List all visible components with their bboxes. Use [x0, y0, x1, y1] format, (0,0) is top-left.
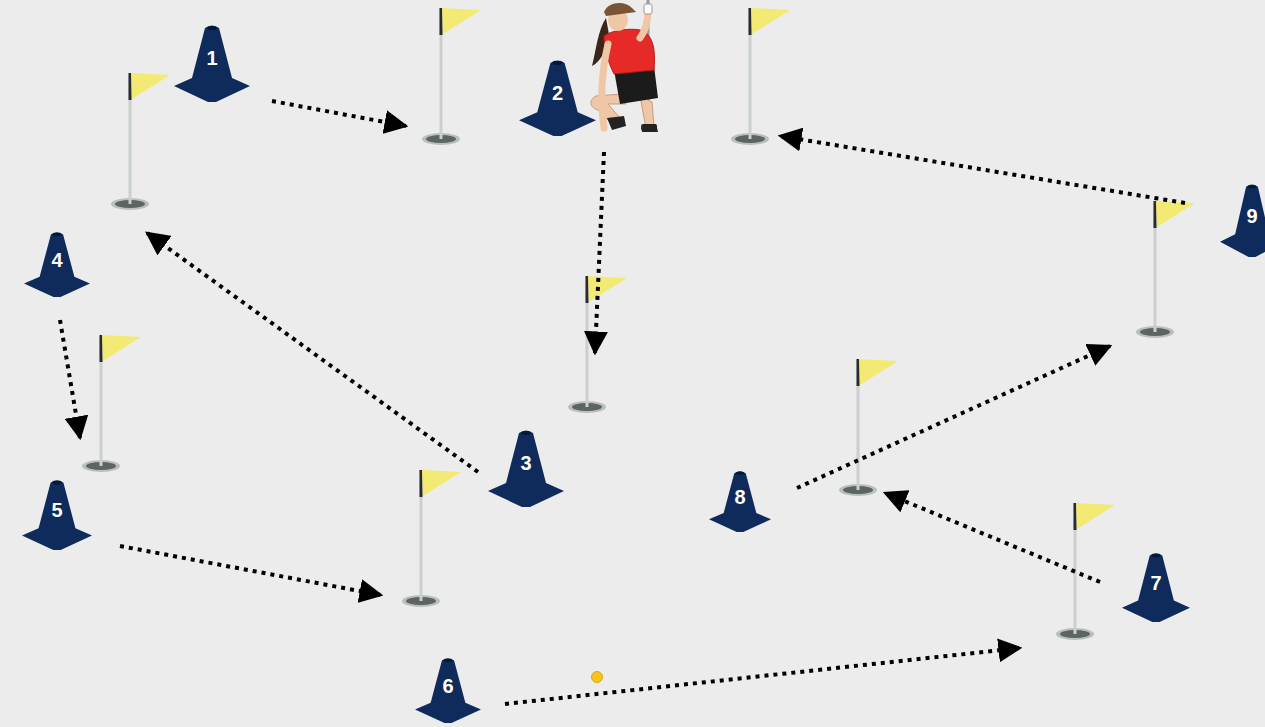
cone-body — [415, 658, 481, 723]
cone-top — [1248, 185, 1256, 189]
golf-ball — [592, 672, 603, 683]
putter-head — [641, 124, 657, 131]
cone-number: 1 — [174, 46, 250, 70]
putt-path — [120, 546, 381, 595]
flag-pole — [129, 73, 132, 204]
flag-hole — [1056, 503, 1115, 640]
flag — [131, 73, 170, 99]
cone-body — [1220, 184, 1265, 257]
numbered-cone: 5 — [22, 479, 92, 550]
cone-top — [53, 233, 62, 236]
flag-pole-top — [440, 8, 443, 35]
cone-body — [22, 480, 92, 550]
flag — [588, 276, 627, 302]
putt-path-group — [60, 101, 1185, 704]
flag-pole-top — [129, 73, 132, 100]
cone-number: 5 — [22, 498, 92, 522]
flag-hole — [82, 335, 141, 472]
putt-path — [147, 233, 478, 472]
cone-top — [1152, 554, 1161, 558]
flag-pole — [440, 8, 443, 139]
flag — [751, 8, 790, 34]
cone-body — [174, 26, 250, 103]
flag — [422, 470, 461, 496]
flag-pole — [749, 8, 752, 139]
flag-hole — [402, 470, 461, 607]
visor — [604, 3, 636, 16]
flag — [442, 8, 481, 34]
numbered-cone: 9 — [1220, 183, 1265, 257]
shirt — [604, 29, 654, 74]
numbered-cone: 4 — [24, 231, 90, 297]
numbered-cone: 3 — [488, 429, 564, 507]
cone-shape — [1220, 183, 1265, 257]
numbered-cone: 7 — [1122, 552, 1190, 622]
cone-top — [521, 431, 531, 435]
flag — [102, 335, 141, 361]
numbered-cone: 6 — [415, 657, 481, 723]
flag-pole-top — [420, 470, 423, 497]
cone-body — [709, 471, 771, 532]
flag-pole-top — [100, 335, 103, 362]
flag-hole — [839, 359, 898, 496]
cone-number: 7 — [1122, 571, 1190, 595]
putt-path — [272, 101, 406, 126]
flag-hole — [731, 8, 790, 145]
cone-number: 2 — [519, 81, 596, 105]
shoe — [642, 124, 658, 132]
arm — [602, 44, 608, 128]
cone-number: 6 — [415, 674, 481, 698]
flag-hole — [1136, 201, 1195, 338]
cone-top — [207, 26, 217, 30]
flag-pole-top — [749, 8, 752, 35]
flag-pole — [100, 335, 103, 466]
putt-path — [595, 152, 604, 353]
cone-body — [488, 431, 564, 508]
cone-number: 9 — [1220, 204, 1265, 228]
cone-top — [444, 659, 453, 662]
flag-pole-top — [1074, 503, 1077, 530]
cone-top — [736, 472, 744, 475]
leg — [640, 96, 654, 128]
flag-pole-top — [1154, 201, 1157, 228]
glove — [644, 4, 652, 14]
flag-pole — [1074, 503, 1077, 634]
putt-path — [60, 320, 80, 438]
flag-pole — [586, 276, 589, 407]
flag-pole-top — [857, 359, 860, 386]
cone-number: 8 — [709, 485, 771, 509]
flag-pole — [857, 359, 860, 490]
putt-path — [780, 136, 1185, 203]
cone-top — [52, 481, 61, 485]
flag — [1156, 201, 1195, 227]
cone-number: 3 — [488, 451, 564, 475]
flag-pole-top — [586, 276, 589, 303]
shoe — [607, 116, 626, 130]
putt-path — [885, 493, 1100, 582]
numbered-cone: 1 — [174, 24, 250, 102]
flag-hole — [111, 73, 170, 210]
cone-body — [1122, 553, 1190, 622]
flag-group — [82, 8, 1195, 640]
numbered-cone: 8 — [709, 470, 771, 532]
numbered-cone: 2 — [519, 59, 596, 136]
cone-top — [552, 61, 562, 65]
cone-body — [24, 232, 90, 297]
putt-path — [797, 346, 1110, 488]
cone-body — [519, 60, 596, 136]
flag-pole — [1154, 201, 1157, 332]
flag — [1076, 503, 1115, 529]
golfer-figure — [591, 0, 658, 132]
flag-hole — [422, 8, 481, 145]
flag — [859, 359, 898, 385]
cone-number: 4 — [24, 248, 90, 272]
putt-path — [505, 648, 1020, 704]
flag-pole — [420, 470, 423, 601]
